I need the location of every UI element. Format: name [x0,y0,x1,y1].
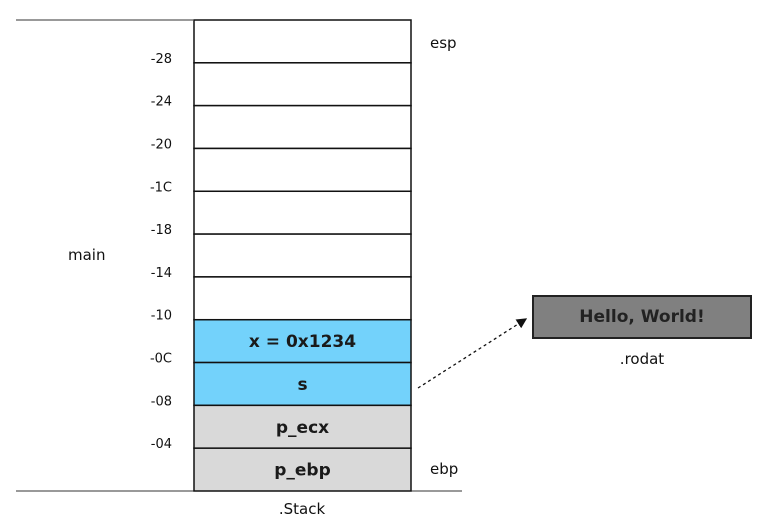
esp-label: esp [430,34,457,52]
ebp-label: ebp [430,460,458,478]
offset-label: -04 [151,437,172,452]
stack-cell [193,19,412,64]
offset-label: -1C [150,180,172,195]
offset-label: -28 [151,52,172,67]
stack-cell [193,233,412,278]
stack-cell [193,190,412,235]
offset-label: -0C [150,352,172,367]
stack-cells: x = 0x1234 s p_ecx p_ebp [193,19,412,492]
stack-cell [193,318,412,364]
stack-cell [193,104,412,150]
offset-labels: -28 -24 -20 -1C -18 -14 -10 -0C -08 -04 [150,52,172,452]
stack-cell [193,361,412,407]
offset-label: -10 [151,309,172,324]
offset-label: -24 [151,95,172,110]
stack-cell [193,62,412,107]
stack-cell [193,404,412,449]
stack-cell [193,147,412,193]
stack-caption: .Stack [279,500,326,518]
stack-cell-text: p_ebp [274,461,331,481]
rodata-text: Hello, World! [579,307,704,327]
main-label: main [68,246,105,264]
stack-cell-text: x = 0x1234 [249,332,356,352]
stack-cell [193,276,412,321]
pointer-arrow [417,318,528,389]
stack-cell [193,447,412,492]
stack-cell-text: p_ecx [276,418,329,438]
stack-cell-text: s [297,375,307,395]
rodata-caption: .rodat [620,350,664,368]
offset-label: -20 [151,137,172,152]
offset-label: -18 [151,223,172,238]
rodata-box [532,295,752,339]
offset-label: -14 [151,266,172,281]
offset-label: -08 [151,394,172,409]
